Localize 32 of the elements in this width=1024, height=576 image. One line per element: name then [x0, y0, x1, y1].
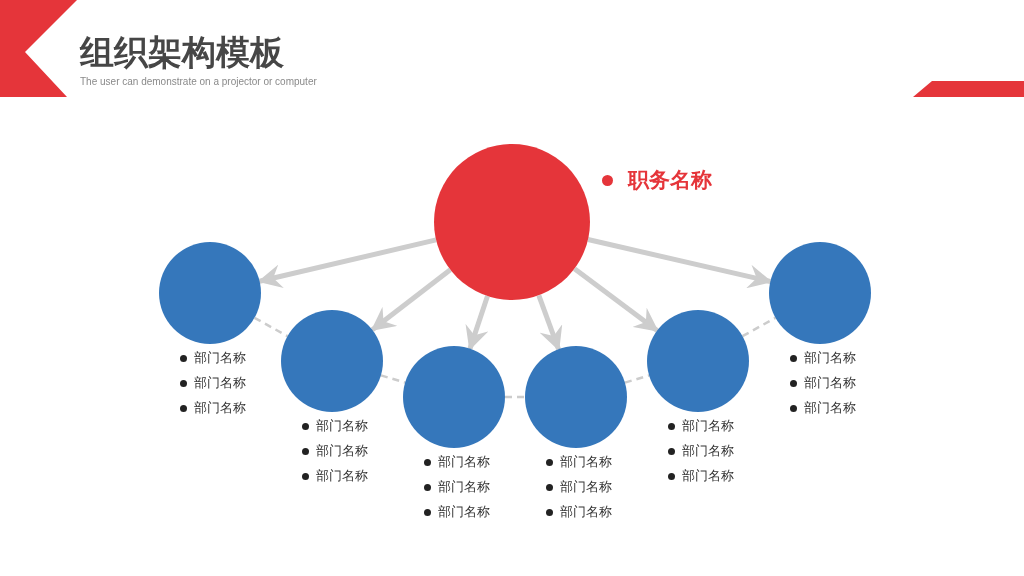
arrow [536, 294, 563, 351]
item-label: 部门名称 [316, 418, 368, 434]
item-label: 部门名称 [804, 400, 856, 416]
arrow [573, 266, 659, 333]
item-label: 部门名称 [438, 504, 490, 520]
item-label: 部门名称 [560, 504, 612, 520]
item-label: 部门名称 [682, 443, 734, 459]
item-label: 部门名称 [560, 479, 612, 495]
item-label: 部门名称 [438, 479, 490, 495]
subtitle: The user can demonstrate on a projector or computer [80, 76, 317, 88]
arrow [370, 267, 452, 332]
item-label: 部门名称 [438, 454, 490, 470]
arrow [587, 237, 773, 289]
item-label: 部门名称 [194, 375, 246, 391]
item-label: 部门名称 [804, 375, 856, 391]
dashed-line [741, 316, 777, 338]
item-label: 部门名称 [560, 454, 612, 470]
item-label: 部门名称 [316, 468, 368, 484]
title: 组织架构模板 [80, 31, 284, 74]
item-label: 部门名称 [804, 350, 856, 366]
dashed-line [253, 316, 289, 338]
item-label: 部门名称 [682, 418, 734, 434]
side-label: 职务名称 [628, 166, 712, 194]
arrow [465, 295, 490, 351]
arrow [257, 237, 437, 288]
dashed-line [505, 395, 525, 399]
item-label: 部门名称 [194, 350, 246, 366]
item-label: 部门名称 [682, 468, 734, 484]
item-label: 部门名称 [194, 400, 246, 416]
item-label: 部门名称 [316, 443, 368, 459]
dashed-line [624, 374, 650, 384]
dashed-line [380, 374, 406, 384]
